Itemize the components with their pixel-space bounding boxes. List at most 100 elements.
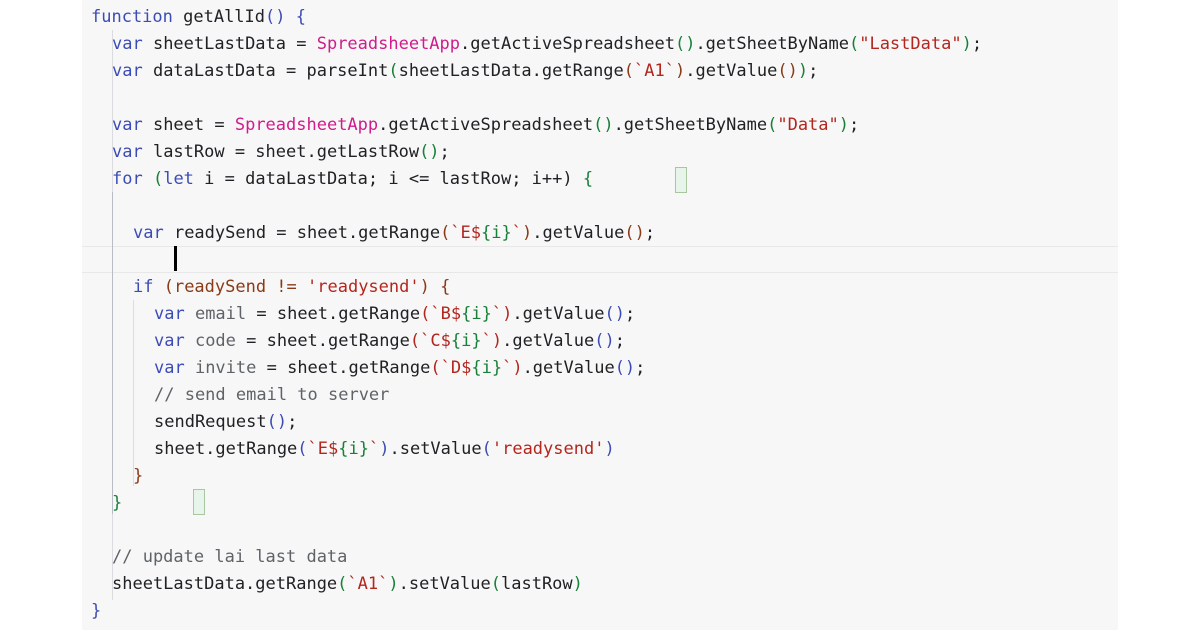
- paren: ): [512, 358, 523, 378]
- identifier: sendRequest: [154, 412, 267, 432]
- current-line-highlight: [82, 246, 1118, 273]
- identifier: .setValue: [389, 439, 482, 459]
- brace: }: [133, 466, 144, 486]
- punctuation: ;: [808, 61, 819, 81]
- identifier: (readySend !=: [153, 277, 308, 297]
- identifier: getAllId: [172, 7, 266, 27]
- matching-brace-highlight: [193, 489, 205, 515]
- code-line: // update lai last data: [112, 544, 347, 571]
- paren: (): [593, 115, 614, 135]
- identifier: .getValue: [532, 223, 625, 243]
- paren: (): [674, 34, 696, 54]
- keyword: var: [154, 331, 185, 351]
- brace: {: [429, 277, 451, 297]
- paren: (: [481, 439, 492, 459]
- code-line: var sheet = SpreadsheetApp.getActiveSpre…: [112, 112, 859, 139]
- identifier: .getValue: [522, 358, 615, 378]
- identifier: sheet.getRange: [154, 439, 298, 459]
- punctuation: ;: [849, 115, 860, 135]
- identifier: sheetLastData.getRange: [398, 61, 624, 81]
- template-expression: {i}: [481, 223, 512, 243]
- paren: (): [614, 358, 636, 378]
- identifier: .getValue: [512, 304, 605, 324]
- punctuation: ;: [635, 358, 646, 378]
- paren: (): [266, 412, 288, 432]
- paren: ): [838, 115, 850, 135]
- identifier: = sheet.getRange: [246, 304, 421, 324]
- code-line: }: [133, 463, 143, 490]
- string: `D$: [440, 358, 472, 378]
- punctuation: ;: [614, 331, 625, 351]
- code-line: sendRequest();: [154, 409, 297, 436]
- text-cursor: [174, 246, 177, 271]
- punctuation: ;: [624, 304, 636, 324]
- paren: (: [388, 61, 399, 81]
- code-line: var email = sheet.getRange(`B${i}`).getV…: [154, 301, 635, 328]
- paren: ): [797, 61, 809, 81]
- string: `C$: [420, 331, 451, 351]
- brace: {: [572, 169, 594, 189]
- punctuation: ;: [971, 34, 983, 54]
- string: `: [502, 358, 513, 378]
- paren: (): [624, 223, 645, 243]
- string: 'readysend': [307, 277, 420, 297]
- identifier: sheetLastData =: [142, 34, 317, 54]
- paren: ): [674, 61, 686, 81]
- template-expression: {i}: [461, 304, 492, 324]
- identifier: readySend = sheet.getRange: [163, 223, 441, 243]
- string: `: [511, 223, 522, 243]
- identifier: code: [184, 331, 236, 351]
- keyword: var: [154, 304, 185, 324]
- template-expression: {i}: [471, 358, 503, 378]
- template-expression: {i}: [450, 331, 482, 351]
- identifier: sheetLastData.getRange: [112, 574, 338, 594]
- paren: (: [420, 304, 431, 324]
- paren: ): [961, 34, 972, 54]
- keyword: var: [112, 61, 143, 81]
- string: `E$: [307, 439, 339, 459]
- identifier: = sheet.getRange: [256, 358, 431, 378]
- class-name: SpreadsheetApp: [234, 115, 379, 135]
- paren: (: [490, 574, 501, 594]
- paren: (): [419, 142, 440, 162]
- paren: ): [572, 574, 583, 594]
- paren: ): [379, 439, 390, 459]
- string: `A1`: [347, 574, 389, 594]
- indent-guide: [112, 192, 113, 514]
- code-line: sheet.getRange(`E${i}`).setValue('readys…: [154, 436, 615, 463]
- string: `: [491, 304, 503, 324]
- class-name: SpreadsheetApp: [316, 34, 461, 54]
- code-line: }: [112, 490, 122, 517]
- paren: ): [522, 223, 533, 243]
- code-line: function getAllId() {: [91, 4, 306, 31]
- paren: ): [419, 277, 430, 297]
- code-line: var lastRow = sheet.getLastRow();: [112, 139, 450, 166]
- identifier: .getSheetByName: [613, 115, 768, 135]
- indent-guide: [133, 300, 134, 486]
- identifier: .getValue: [685, 61, 778, 81]
- identifier: dataLastData = parseInt: [142, 61, 389, 81]
- paren: (: [430, 358, 441, 378]
- string: `B$: [430, 304, 462, 324]
- string: 'readysend': [491, 439, 605, 459]
- identifier: email: [184, 304, 247, 324]
- code-line: var sheetLastData = SpreadsheetApp.getAc…: [112, 31, 982, 58]
- punctuation: ;: [287, 412, 298, 432]
- keyword: function: [91, 7, 173, 27]
- paren: ): [502, 304, 513, 324]
- paren: (): [265, 7, 286, 27]
- code-line: var code = sheet.getRange(`C${i}`).getVa…: [154, 328, 625, 355]
- paren: ): [388, 574, 399, 594]
- string: `: [368, 439, 380, 459]
- template-expression: {i}: [338, 439, 369, 459]
- paren: (: [297, 439, 308, 459]
- identifier: lastRow = sheet.getLastRow: [142, 142, 420, 162]
- keyword: var: [154, 358, 185, 378]
- brace: }: [112, 493, 123, 513]
- code-editor[interactable]: function getAllId() { var sheetLastData …: [82, 0, 1118, 630]
- paren: (: [623, 61, 635, 81]
- string: `A1`: [634, 61, 675, 81]
- string: "Data": [777, 115, 839, 135]
- identifier: .setValue: [398, 574, 491, 594]
- keyword: let: [163, 169, 194, 189]
